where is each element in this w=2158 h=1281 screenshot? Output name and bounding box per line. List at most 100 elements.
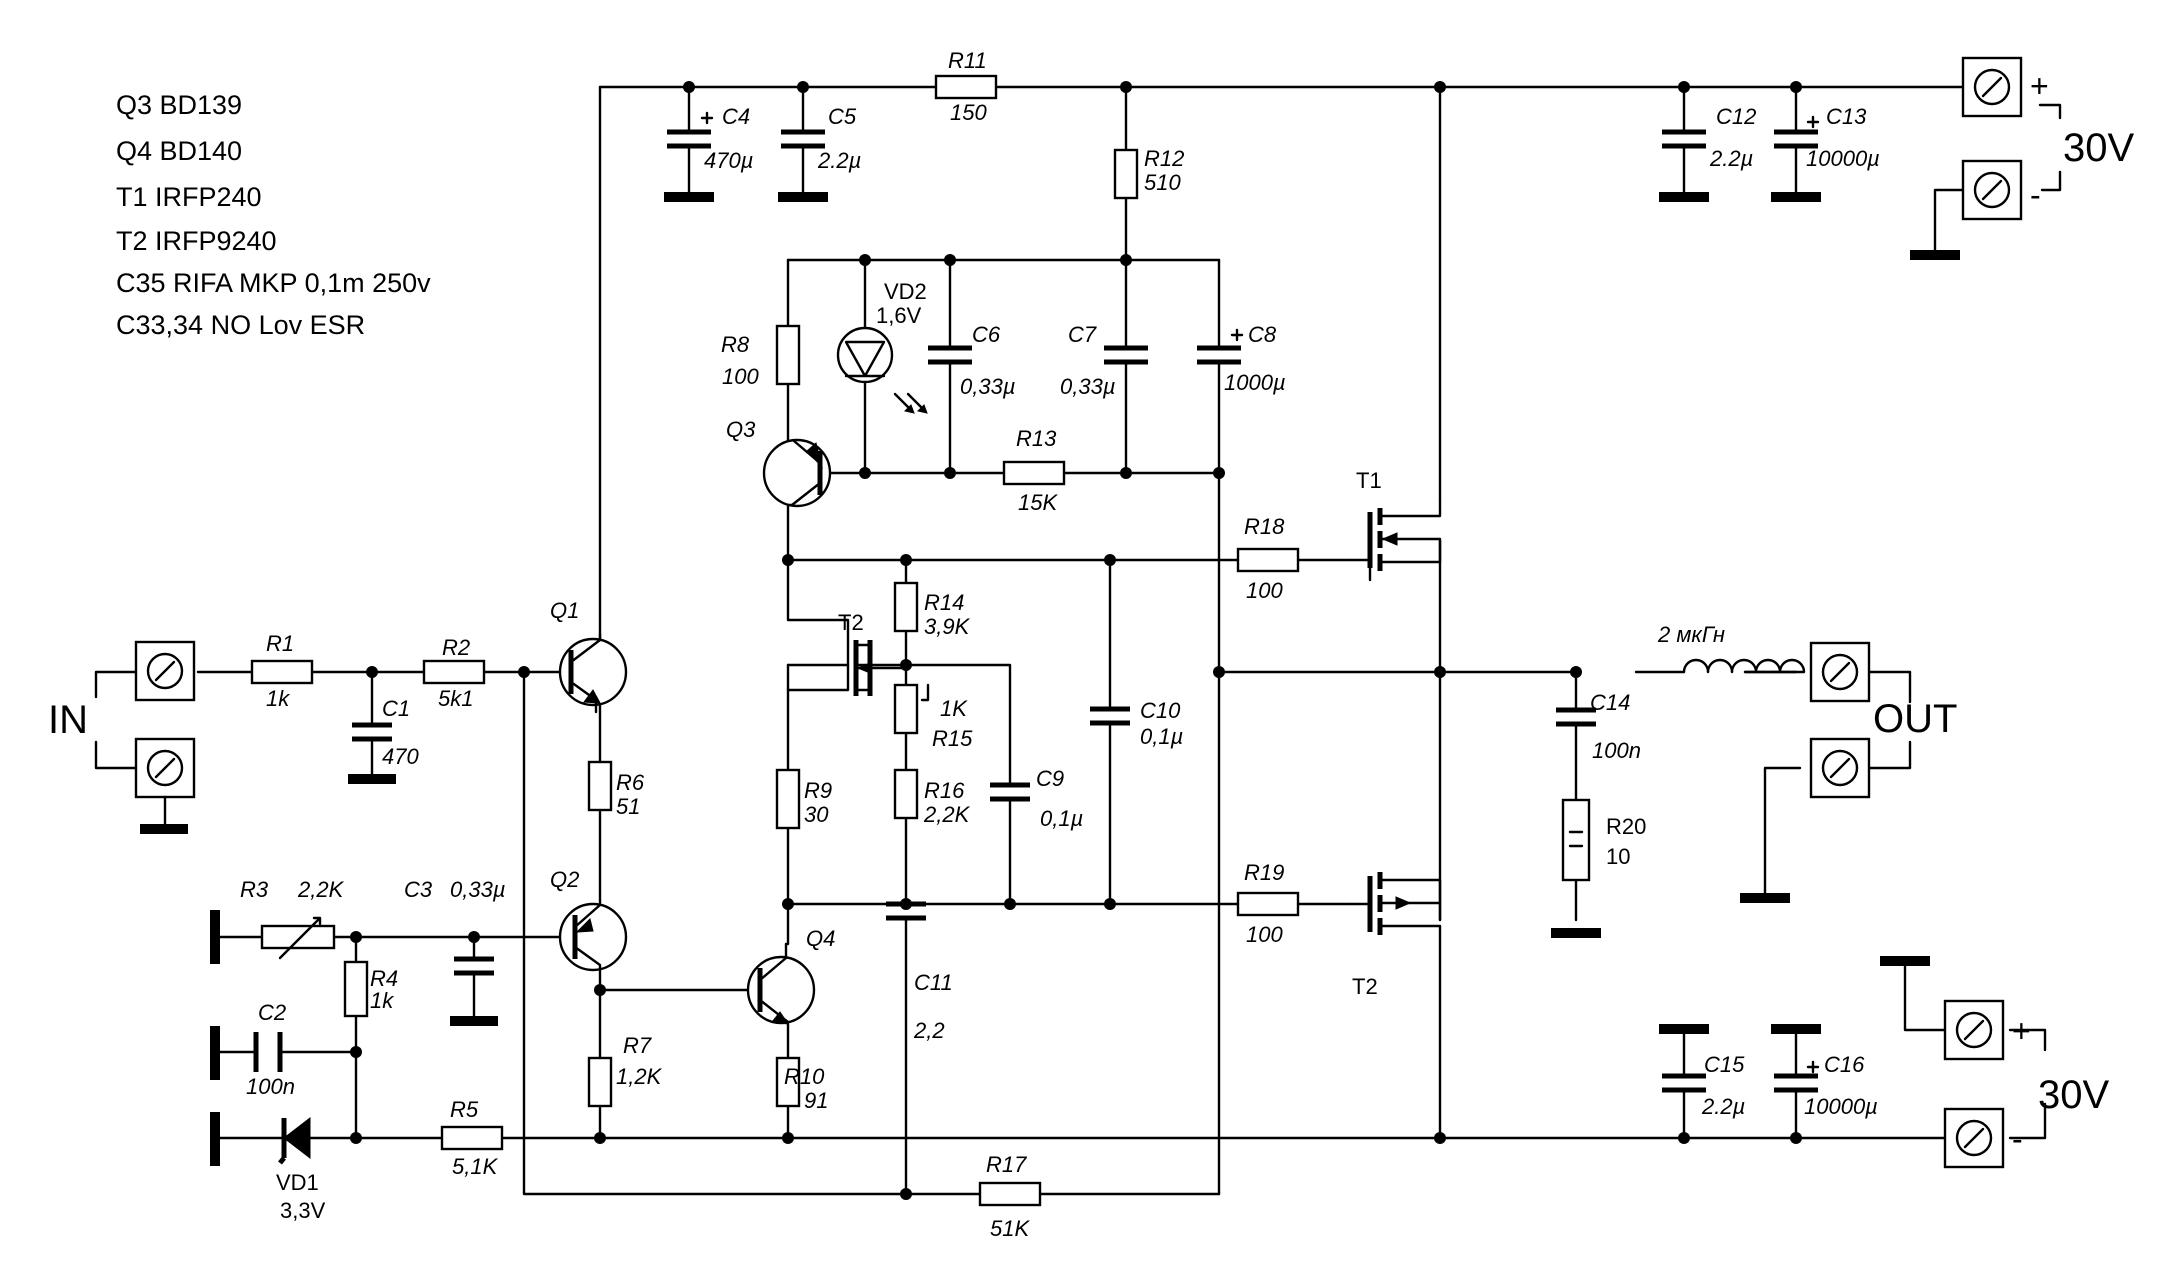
junction-dot (1213, 467, 1225, 479)
capacitor-c1 (352, 722, 392, 742)
note-t1: T1 IRFP240 (116, 182, 262, 212)
supply-plus-bottom-terminal[interactable] (1943, 999, 2005, 1061)
ground-symbol (1659, 192, 1709, 202)
capacitor-c3 (454, 956, 494, 976)
junction-dot (1104, 898, 1116, 910)
transistor-q4 (746, 902, 816, 1025)
r19-value: 100 (1246, 922, 1283, 947)
q4-ref: Q4 (806, 926, 835, 951)
note-c33-34: C33,34 NO Lov ESR (116, 310, 365, 340)
c6-ref: C6 (972, 322, 1001, 347)
ground-symbol (1659, 1024, 1709, 1034)
ground-symbol (1771, 192, 1821, 202)
c2-ref: C2 (258, 1000, 286, 1025)
note-t2: T2 IRFP9240 (116, 226, 277, 256)
resistor-r20-marking (1568, 830, 1584, 848)
r15-value: 1K (940, 696, 968, 721)
c1-value: 470 (382, 744, 419, 769)
q2-ref: Q2 (550, 867, 579, 892)
r17-ref: R17 (986, 1152, 1027, 1177)
transistors (558, 438, 1442, 1025)
ground-symbol (348, 774, 396, 784)
supply-bottom-label: 30V (2038, 1073, 2109, 1117)
plus-mark (1230, 328, 1244, 342)
led-vd2 (836, 326, 928, 414)
c4-value: 470µ (704, 148, 753, 173)
c11-value: 2,2 (913, 1018, 945, 1043)
component-labels: IN OUT 30V 30V + - + - R1 1k R2 5k1 C1 4… (48, 48, 2134, 1241)
junction-dot (468, 931, 480, 943)
note-q4: Q4 BD140 (116, 136, 242, 166)
capacitor-c2 (253, 1032, 283, 1072)
r9-value: 30 (804, 802, 829, 827)
junction-dot (1790, 81, 1802, 93)
r11-value: 150 (950, 100, 987, 125)
minus-top-label: - (2030, 177, 2041, 213)
vd1-value: 3,3V (280, 1198, 326, 1223)
junction-dot (1434, 666, 1446, 678)
r3-value: 2,2K (297, 877, 345, 902)
junction-dot (1678, 81, 1690, 93)
capacitor-c12 (1662, 129, 1706, 149)
junction-dot (782, 554, 794, 566)
capacitor-c7 (1104, 345, 1148, 365)
c15-ref: C15 (1704, 1052, 1745, 1077)
r1-ref: R1 (266, 631, 294, 656)
junction-dot (1213, 666, 1225, 678)
r7-value: 1,2K (616, 1064, 663, 1089)
resistor-r13 (1002, 460, 1066, 486)
supply-minus-bottom-terminal[interactable] (1943, 1107, 2005, 1169)
junction-dot (797, 81, 809, 93)
resistor-r4 (343, 960, 369, 1018)
resistor-r14 (893, 581, 919, 633)
c14-ref: C14 (1590, 690, 1630, 715)
in-label: IN (48, 698, 88, 742)
c9-ref: C9 (1036, 766, 1064, 791)
trimmer-arrow (278, 916, 322, 960)
junction-dot (1120, 254, 1132, 266)
vd1-ref: VD1 (276, 1170, 319, 1195)
output-terminal[interactable] (1809, 641, 1871, 703)
capacitor-c16 (1774, 1073, 1818, 1093)
junction-dot (1004, 898, 1016, 910)
r3-ref: R3 (240, 877, 269, 902)
output-ground-terminal[interactable] (1809, 737, 1871, 799)
t2-driver-ref: T2 (838, 610, 864, 635)
note-c35: C35 RIFA MKP 0,1m 250v (116, 268, 431, 298)
r5-value: 5,1K (452, 1154, 499, 1179)
junction-dot (1120, 467, 1132, 479)
r2-ref: R2 (442, 635, 470, 660)
resistor-r9 (775, 768, 801, 830)
capacitor-c4 (667, 129, 711, 149)
transistor-q3 (762, 438, 832, 508)
supply-minus-top-terminal[interactable] (1961, 159, 2023, 221)
q3-ref: Q3 (726, 417, 756, 442)
input-ground-terminal[interactable] (134, 737, 196, 799)
r16-ref: R16 (924, 778, 965, 803)
resistor-r1 (250, 659, 314, 685)
capacitor-c9 (990, 782, 1030, 802)
supply-plus-top-terminal[interactable] (1961, 56, 2023, 118)
c12-ref: C12 (1716, 104, 1756, 129)
r4-value: 1k (370, 988, 394, 1013)
junction-dot (1790, 1132, 1802, 1144)
c3-value: 0,33µ (450, 877, 506, 902)
plus-top-label: + (2030, 68, 2049, 104)
ground-symbol (1771, 1024, 1821, 1034)
ground-symbol (210, 1112, 220, 1166)
ground-symbol (1551, 928, 1601, 938)
ground-symbol (1740, 893, 1790, 903)
ground-symbol (778, 192, 828, 202)
input-terminal[interactable] (134, 640, 196, 702)
junction-dot (1120, 81, 1132, 93)
c1-ref: C1 (382, 696, 410, 721)
mosfet-t2 (1350, 872, 1442, 962)
resistor-r18 (1236, 547, 1300, 573)
r16-value: 2,2K (923, 802, 971, 827)
junction-dot (1570, 666, 1582, 678)
r20-value: 10 (1606, 844, 1630, 869)
r18-ref: R18 (1244, 514, 1285, 539)
r19-ref: R19 (1244, 860, 1284, 885)
r10-ref: R10 (784, 1064, 825, 1089)
